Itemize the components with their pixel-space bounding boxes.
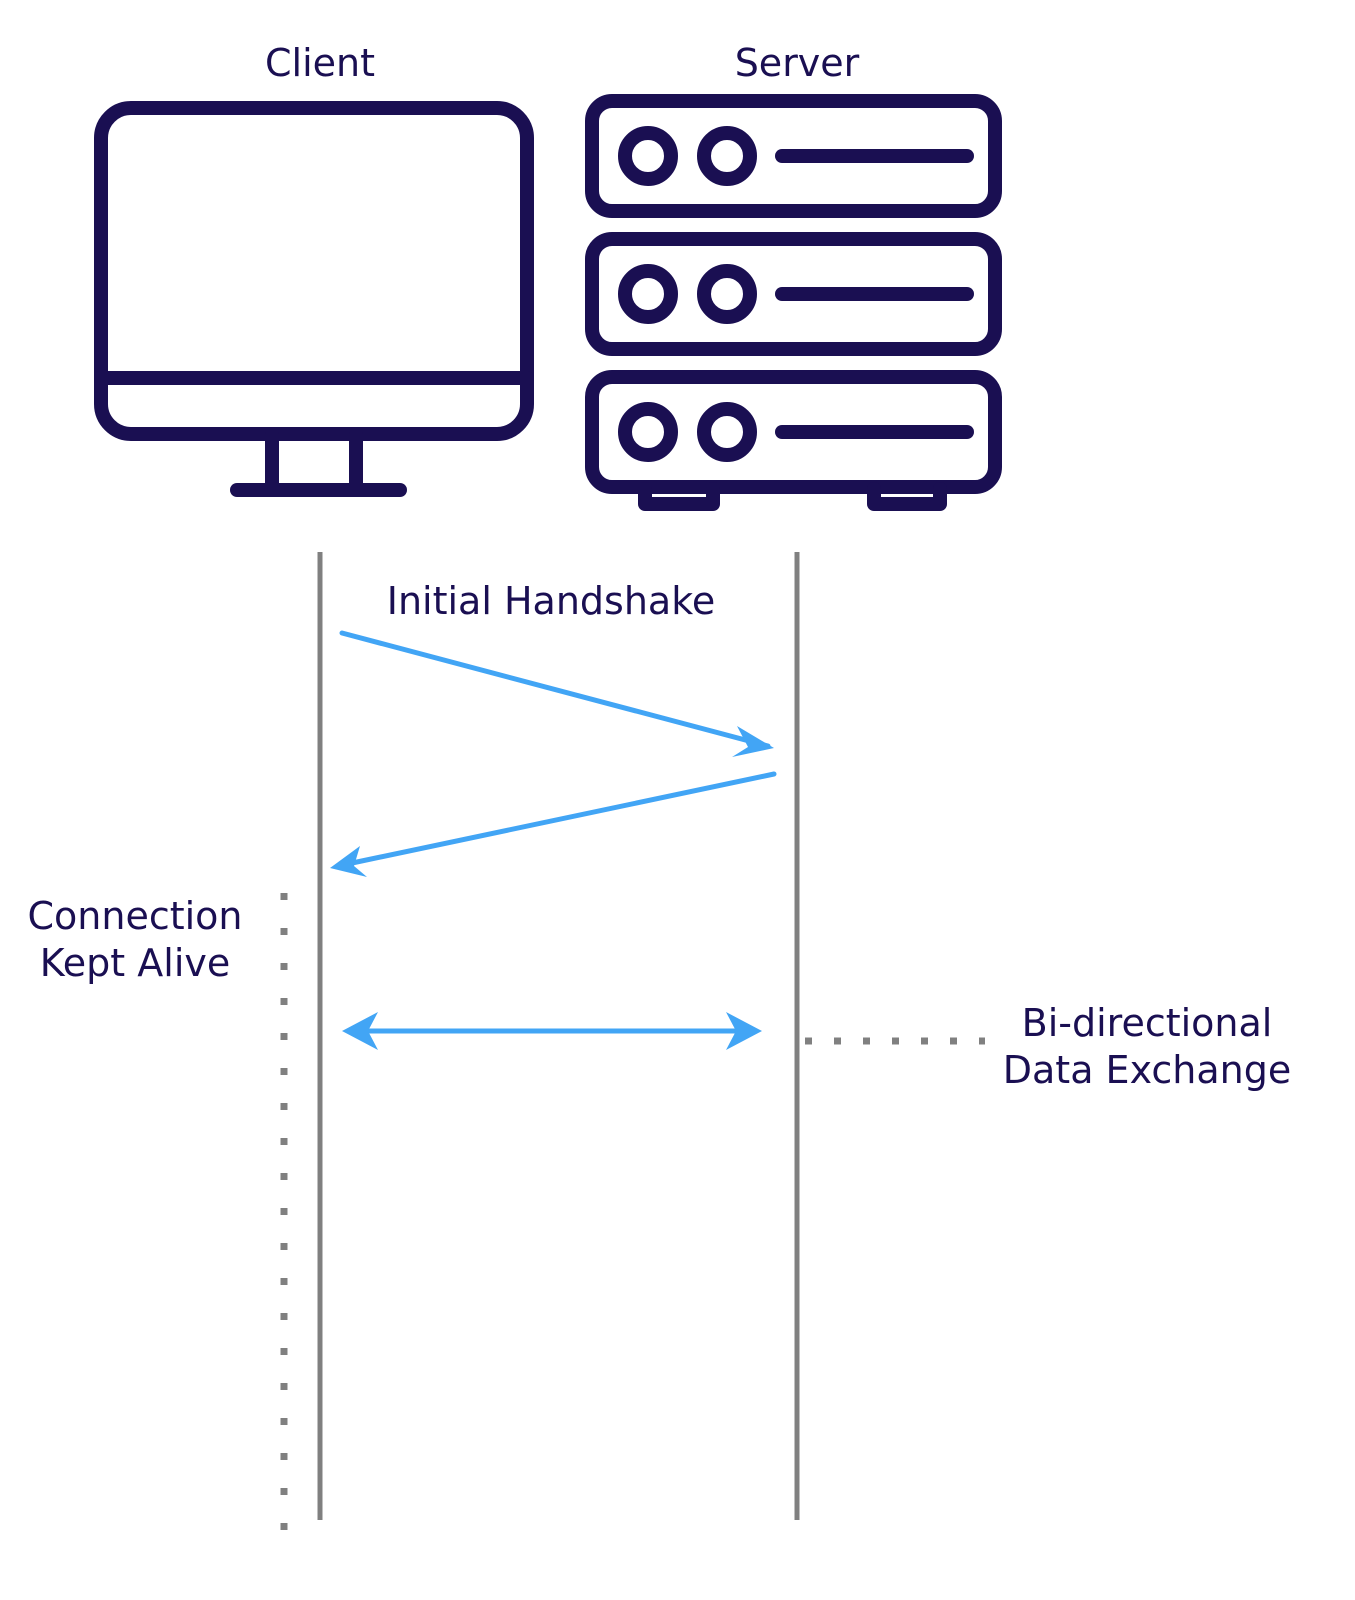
server-label: Server (734, 41, 860, 85)
handshake-response-arrow (335, 771, 777, 869)
server-rack-icon (585, 94, 1002, 511)
handshake-request-arrowhead (732, 726, 774, 757)
exchange-label-line1: Bi-directional (1021, 1001, 1273, 1045)
data-exchange-left-arrowhead (342, 1012, 378, 1050)
keep-alive-label-line1: Connection (27, 894, 243, 938)
monitor-icon (94, 101, 534, 497)
handshake-label: Initial Handshake (386, 579, 716, 623)
keep-alive-label-line2: Kept Alive (39, 941, 231, 985)
handshake-request-arrow (339, 630, 771, 749)
handshake-response-arrowhead (330, 846, 367, 877)
data-exchange-right-arrowhead (726, 1012, 762, 1050)
client-label: Client (264, 41, 376, 85)
exchange-label-line2: Data Exchange (1002, 1048, 1292, 1092)
